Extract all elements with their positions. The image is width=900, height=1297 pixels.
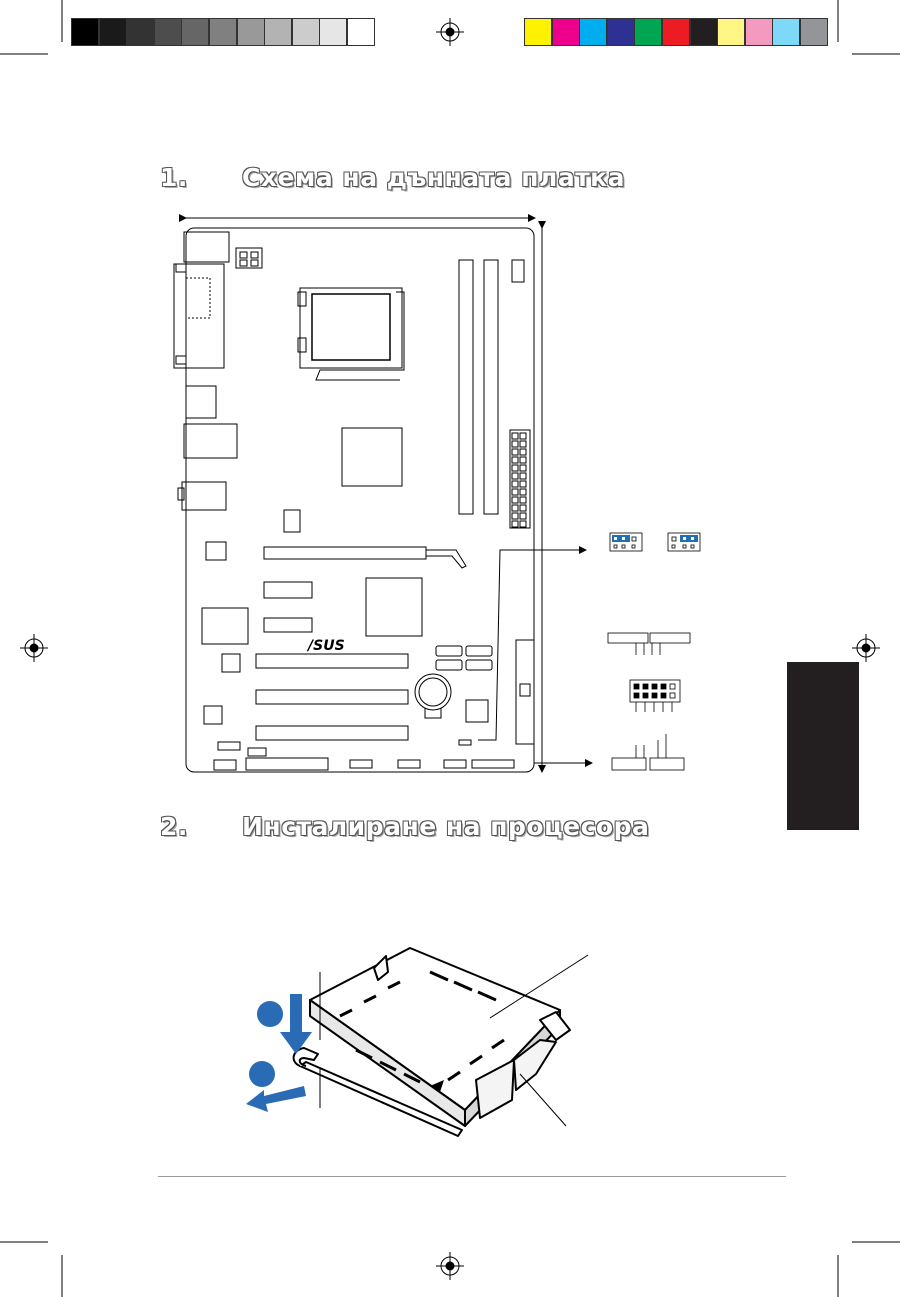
header-pin: [633, 683, 640, 690]
brand-logo: /SUS: [306, 638, 345, 654]
header-pin: [669, 692, 676, 699]
section-number: 2.: [160, 812, 188, 841]
color-swatch: [126, 18, 155, 46]
arrow-left-icon: [246, 1086, 306, 1112]
header-pin: [642, 683, 649, 690]
color-swatch: [71, 18, 99, 46]
color-swatch: [524, 18, 552, 46]
crosshair-icon: [436, 18, 464, 46]
header-pin: [651, 683, 658, 690]
color-swatch: [689, 18, 718, 46]
header-pin: [651, 692, 658, 699]
header-pin: [633, 692, 640, 699]
section-heading-1: 1. Схема на дънната платка: [160, 163, 625, 197]
connector-pin: [511, 496, 519, 504]
color-swatch: [606, 18, 635, 46]
connector-pin: [519, 472, 527, 480]
connector-pin: [519, 432, 527, 440]
color-swatch: [744, 18, 773, 46]
header-pin: [642, 692, 649, 699]
connector-pin: [519, 520, 527, 528]
connector-pin: [511, 448, 519, 456]
cpu-socket-illustration: [246, 947, 589, 1137]
connector-pin: [511, 504, 519, 512]
color-swatch: [236, 18, 265, 46]
connector-pin: [511, 440, 519, 448]
connector-pin: [511, 520, 519, 528]
connector-pin: [511, 464, 519, 472]
color-swatch: [291, 18, 320, 46]
header-pin: [660, 683, 667, 690]
color-swatch: [153, 18, 182, 46]
connector-pin: [519, 440, 527, 448]
crosshair-icon: [20, 634, 48, 662]
color-swatch: [264, 18, 293, 46]
jumper-detail-left: [609, 532, 643, 552]
jumper-detail-right: [667, 532, 701, 552]
connector-pin: [511, 480, 519, 488]
motherboard-layout-diagram: /SUS: [173, 214, 701, 773]
section-number: 1.: [160, 163, 188, 192]
connector-pin: [519, 496, 527, 504]
connector-pin: [519, 488, 527, 496]
color-swatch: [98, 18, 127, 46]
color-swatch: [634, 18, 663, 46]
connector-pin: [511, 512, 519, 520]
panel-header-detail: [607, 632, 691, 771]
color-swatch: [319, 18, 348, 46]
color-swatch: [662, 18, 690, 46]
footer-rule: [158, 1176, 786, 1177]
connector-pin: [511, 472, 519, 480]
color-swatch: [181, 18, 210, 46]
section-heading-2: 2. Инсталиране на процесора: [160, 812, 649, 846]
connector-pin: [519, 480, 527, 488]
language-side-tab: [787, 662, 859, 830]
section-title: Инсталиране на процесора: [242, 812, 650, 841]
color-swatch: [800, 18, 828, 46]
color-swatch: [579, 18, 608, 46]
color-swatch: [347, 18, 375, 46]
color-swatch: [209, 18, 237, 46]
connector-pin: [519, 464, 527, 472]
color-swatch: [717, 18, 746, 46]
connector-pin: [519, 504, 527, 512]
color-swatch: [772, 18, 801, 46]
header-pin: [660, 692, 667, 699]
step-marker-1: [257, 1001, 283, 1027]
crosshair-icon: [436, 1252, 464, 1280]
step-marker-2: [249, 1061, 275, 1087]
header-pin: [669, 683, 676, 690]
connector-pin: [511, 456, 519, 464]
connector-pin: [519, 448, 527, 456]
crosshair-icon: [852, 634, 880, 662]
arrow-down-icon: [280, 994, 312, 1054]
connector-pin: [519, 456, 527, 464]
color-swatch: [551, 18, 580, 46]
connector-pin: [511, 488, 519, 496]
section-title: Схема на дънната платка: [242, 163, 626, 192]
connector-pin: [519, 512, 527, 520]
connector-pin: [511, 432, 519, 440]
